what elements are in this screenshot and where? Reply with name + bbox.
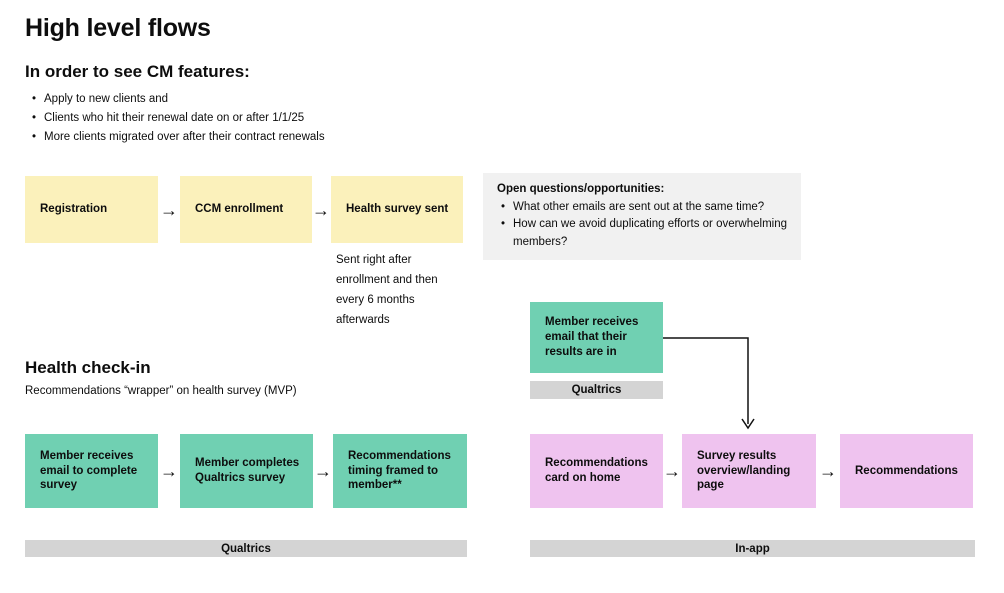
flow-step-label: Survey results overview/landing page bbox=[697, 449, 791, 492]
flow-step-ccm-enrollment[interactable]: CCM enrollment bbox=[180, 176, 312, 243]
flow-step-health-survey-sent[interactable]: Health survey sent bbox=[331, 176, 463, 243]
cm-features-bullet: More clients migrated over after their c… bbox=[28, 131, 448, 145]
flow-step-complete-qualtrics-survey[interactable]: Member completes Qualtrics survey bbox=[180, 434, 313, 508]
platform-bar-label: In-app bbox=[735, 542, 770, 555]
health-checkin-subtitle: Recommendations “wrapper” on health surv… bbox=[25, 385, 297, 397]
flow-step-label: CCM enrollment bbox=[195, 203, 284, 216]
arrow-right-icon: → bbox=[314, 461, 332, 481]
arrow-right-icon: → bbox=[312, 200, 330, 220]
platform-bar-inapp: In-app bbox=[530, 540, 975, 557]
cm-features-heading: In order to see CM features: bbox=[25, 62, 250, 81]
health-checkin-heading: Health check-in bbox=[25, 358, 151, 377]
arrow-right-icon: → bbox=[819, 461, 837, 481]
survey-timing-note: Sent right after enrollment and then eve… bbox=[336, 254, 438, 326]
flow-step-recommendations-card[interactable]: Recommendations card on home bbox=[530, 434, 663, 508]
platform-bar-qualtrics: Qualtrics bbox=[25, 540, 467, 557]
flow-step-registration[interactable]: Registration bbox=[25, 176, 158, 243]
flow-step-label: Member receives email to complete survey bbox=[40, 449, 138, 492]
arrow-right-icon: → bbox=[160, 461, 178, 481]
cm-features-list: Apply to new clients and Clients who hit… bbox=[28, 93, 448, 149]
open-questions-heading: Open questions/opportunities: bbox=[497, 183, 665, 195]
flow-step-survey-results-page[interactable]: Survey results overview/landing page bbox=[682, 434, 816, 508]
flow-step-recommendations-timing[interactable]: Recommendations timing framed to member*… bbox=[333, 434, 467, 508]
arrow-right-icon: → bbox=[663, 461, 681, 481]
cm-features-bullet: Clients who hit their renewal date on or… bbox=[28, 112, 448, 126]
flow-step-receive-survey-email[interactable]: Member receives email to complete survey bbox=[25, 434, 158, 508]
platform-bar-label: Qualtrics bbox=[221, 542, 271, 555]
open-questions-panel: Open questions/opportunities: What other… bbox=[483, 173, 801, 260]
open-questions-list: What other emails are sent out at the sa… bbox=[497, 199, 787, 252]
flow-step-label: Health survey sent bbox=[346, 203, 449, 216]
flow-step-label: Recommendations card on home bbox=[545, 457, 648, 484]
flow-step-label: Recommendations timing framed to member*… bbox=[348, 449, 451, 492]
flow-step-label: Member receives email that their results… bbox=[545, 316, 639, 358]
flow-step-label: Registration bbox=[40, 203, 108, 216]
page-title: High level flows bbox=[25, 14, 211, 42]
flow-step-results-email[interactable]: Member receives email that their results… bbox=[530, 302, 663, 373]
flow-step-label: Member completes Qualtrics survey bbox=[195, 457, 300, 484]
flow-step-label: Recommendations bbox=[855, 464, 958, 477]
platform-tag-qualtrics: Qualtrics bbox=[530, 381, 663, 399]
cm-features-bullet: Apply to new clients and bbox=[28, 93, 448, 107]
open-questions-bullet: What other emails are sent out at the sa… bbox=[497, 199, 787, 217]
flow-step-recommendations[interactable]: Recommendations bbox=[840, 434, 973, 508]
platform-tag-label: Qualtrics bbox=[571, 384, 622, 396]
open-questions-bullet: How can we avoid duplicating efforts or … bbox=[497, 216, 787, 251]
arrow-right-icon: → bbox=[160, 200, 178, 220]
